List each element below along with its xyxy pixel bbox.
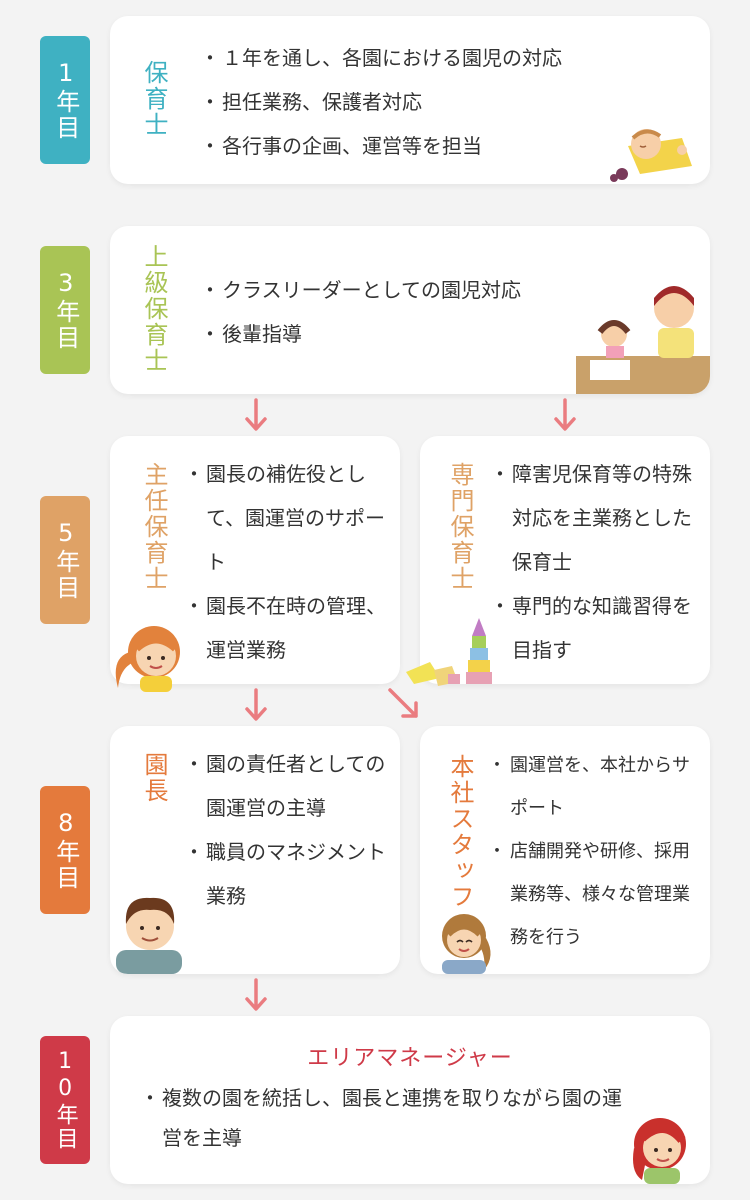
year8-director-duty: 園の責任者としての園運営の主導 bbox=[184, 742, 386, 830]
sleeping-baby-illustration bbox=[610, 129, 692, 182]
year8-director-role-title: 園長 bbox=[140, 752, 168, 804]
year5-specialist-duties: 障害児保育等の特殊対応を主業務とした保育士 専門的な知識習得を目指す bbox=[490, 452, 698, 672]
year5-specialist-card: 専門保育士 障害児保育等の特殊対応を主業務とした保育士 専門的な知識習得を目指す bbox=[420, 436, 710, 684]
year1-duty: １年を通し、各園における園児の対応 bbox=[200, 36, 692, 80]
teacher-and-child-illustration bbox=[576, 286, 710, 394]
year5-chief-duty: 園長の補佐役として、園運営のサポート bbox=[184, 452, 386, 584]
year5-specialist-role-title: 専門保育士 bbox=[446, 462, 474, 592]
year1-role-title: 保育士 bbox=[140, 60, 168, 138]
year1-duties: １年を通し、各園における園児の対応 担任業務、保護者対応 各行事の企画、運営等を… bbox=[200, 36, 692, 168]
year8-director-duty: 職員のマネジメント業務 bbox=[184, 830, 386, 918]
year5-specialist-duty: 専門的な知識習得を目指す bbox=[490, 584, 698, 672]
year3-duty: クラスリーダーとしての園児対応 bbox=[200, 268, 692, 312]
year3-duty: 後輩指導 bbox=[200, 312, 692, 356]
year8-director-card: 園長 園の責任者としての園運営の主導 職員のマネジメント業務 bbox=[110, 726, 400, 974]
arrow-to-chief-icon bbox=[245, 398, 267, 431]
year5-chief-duties: 園長の補佐役として、園運営のサポート 園長不在時の管理、運営業務 bbox=[184, 452, 386, 672]
year5-chief-card: 主任保育士 園長の補佐役として、園運営のサポート 園長不在時の管理、運営業務 bbox=[110, 436, 400, 684]
year8-hq-staff-role-title: 本社スタッフ bbox=[446, 754, 474, 910]
year10-role-title: エリアマネージャー bbox=[307, 1046, 513, 1071]
area-manager-woman-illustration bbox=[633, 1118, 686, 1184]
year5-badge: 5年目 bbox=[40, 496, 90, 624]
arrow-to-area-manager-icon bbox=[245, 978, 267, 1011]
year1-duty: 各行事の企画、運営等を担当 bbox=[200, 124, 692, 168]
arrow-to-specialist-icon bbox=[554, 398, 576, 431]
year8-hq-staff-card: 本社スタッフ 園運営を、本社からサポート 店舗開発や研修、採用業務等、様々な管理… bbox=[420, 726, 710, 974]
year8-hq-staff-duty: 店舗開発や研修、採用業務等、様々な管理業務を行う bbox=[488, 830, 700, 959]
year1-duty: 担任業務、保護者対応 bbox=[200, 80, 692, 124]
year5-specialist-duty: 障害児保育等の特殊対応を主業務とした保育士 bbox=[490, 452, 698, 584]
toy-blocks-illustration bbox=[406, 618, 492, 686]
year8-badge: 8年目 bbox=[40, 786, 90, 914]
year10-duties: 複数の園を統括し、園長と連携を取りながら園の運営を主導 bbox=[140, 1078, 622, 1158]
year8-director-duties: 園の責任者としての園運営の主導 職員のマネジメント業務 bbox=[184, 742, 386, 918]
director-man-illustration bbox=[116, 897, 182, 974]
hq-staff-woman-illustration bbox=[442, 914, 491, 974]
year1-card: 保育士 １年を通し、各園における園児の対応 担任業務、保護者対応 各行事の企画、… bbox=[110, 16, 710, 184]
year3-role-title: 上級保育士 bbox=[140, 244, 168, 374]
year10-badge: 10年目 bbox=[40, 1036, 90, 1164]
year8-hq-staff-duty: 園運営を、本社からサポート bbox=[488, 744, 700, 830]
arrow-to-director-icon bbox=[245, 688, 267, 721]
year5-chief-role-title: 主任保育士 bbox=[140, 462, 168, 592]
arrow-to-hq-staff-icon bbox=[388, 688, 418, 718]
year5-chief-duty: 園長不在時の管理、運営業務 bbox=[184, 584, 386, 672]
year8-hq-staff-duties: 園運営を、本社からサポート 店舗開発や研修、採用業務等、様々な管理業務を行う bbox=[488, 744, 700, 959]
year3-duties: クラスリーダーとしての園児対応 後輩指導 bbox=[200, 268, 692, 356]
year1-badge: 1年目 bbox=[40, 36, 90, 164]
year10-duty: 複数の園を統括し、園長と連携を取りながら園の運営を主導 bbox=[140, 1078, 622, 1158]
year3-badge: 3年目 bbox=[40, 246, 90, 374]
year3-card: 上級保育士 クラスリーダーとしての園児対応 後輩指導 bbox=[110, 226, 710, 394]
year10-card: エリアマネージャー 複数の園を統括し、園長と連携を取りながら園の運営を主導 bbox=[110, 1016, 710, 1184]
girl-with-pigtails-illustration bbox=[115, 626, 180, 692]
